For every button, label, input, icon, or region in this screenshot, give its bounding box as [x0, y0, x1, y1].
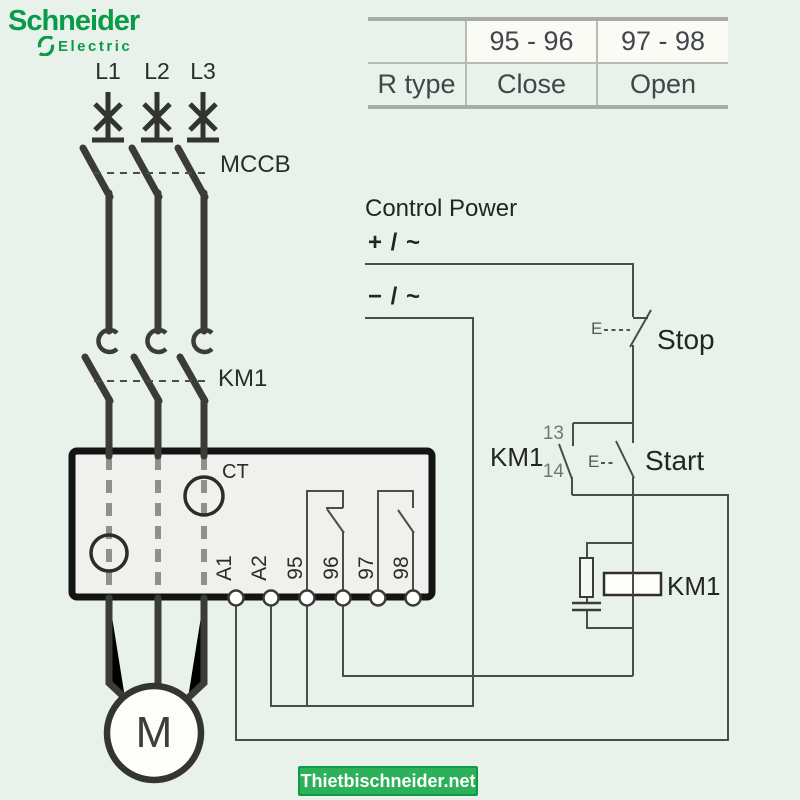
stop-actuator-e: E — [591, 319, 603, 338]
aux-pin-13: 13 — [542, 423, 564, 444]
power-circuit-lines — [79, 92, 219, 784]
aux-pin-14: 14 — [542, 461, 564, 482]
aux-contact-blade — [558, 443, 573, 480]
phase-label-l3: L3 — [190, 58, 216, 84]
ct-label: CT — [222, 461, 249, 483]
table-header-95-96: 95 - 96 — [465, 21, 596, 62]
terminal-label-a2: A2 — [248, 555, 271, 581]
plus-bus-wire — [365, 263, 634, 317]
km1-contactor-label: KM1 — [218, 365, 268, 392]
terminal96-wire — [342, 598, 633, 677]
contact-state-table: 95 - 96 97 - 98 R type Close Open — [368, 17, 728, 109]
overload-relay-box — [68, 447, 436, 601]
table-cell-close: Close — [465, 64, 596, 105]
relay-contact-95-96 — [306, 490, 345, 594]
table-cell-rtype: R type — [377, 69, 456, 99]
terminal-label-a1: A1 — [213, 555, 236, 581]
phase-label-l2: L2 — [144, 58, 170, 84]
km1-contact-arcs — [96, 327, 214, 355]
terminal-label-96: 96 — [320, 556, 343, 580]
schneider-mark-icon — [36, 35, 56, 61]
minus-bus-label: − / ~ — [368, 283, 422, 310]
mccb-label: MCCB — [220, 151, 291, 178]
mccb-poles — [79, 144, 209, 335]
phase-label-l1: L1 — [95, 58, 121, 84]
km1-poles — [81, 353, 209, 460]
stop-contact-blade — [629, 309, 652, 348]
snubber-bottom-wire — [586, 610, 633, 629]
motor-circle — [103, 682, 205, 784]
table-row-rtype: R type Close Open — [368, 62, 728, 105]
plus-bus-label: + / ~ — [368, 229, 422, 256]
table-header-row: 95 - 96 97 - 98 — [368, 21, 728, 62]
km1-coil-label: KM1 — [667, 571, 721, 601]
sensor-circle — [89, 533, 129, 573]
relay-contact-97-98 — [377, 490, 415, 594]
supply-terminal-symbols — [92, 92, 219, 143]
start-contact-blade — [615, 440, 635, 479]
table-header-empty — [368, 21, 465, 62]
km1-aux-label: KM1 — [490, 442, 544, 472]
relay-terminal-pads — [227, 589, 422, 607]
a1-supply-loop — [235, 494, 729, 741]
table-cell-open: Open — [596, 64, 728, 105]
table-header-97-98: 97 - 98 — [596, 21, 728, 62]
stop-button-label: Stop — [657, 324, 715, 355]
motor-feeders — [105, 594, 208, 702]
snubber-top-wire — [586, 542, 633, 558]
brand-subtitle: Electric — [58, 38, 133, 55]
start-button-label: Start — [645, 445, 705, 476]
a2-minus-loop — [270, 317, 474, 707]
terminal-label-97: 97 — [355, 556, 378, 580]
ct-circle — [183, 475, 225, 517]
terminal-label-95: 95 — [284, 556, 307, 580]
terminal-label-98: 98 — [390, 556, 413, 580]
actuator-links — [601, 329, 630, 464]
start-actuator-e: E — [588, 452, 600, 471]
control-power-title: Control Power — [365, 195, 518, 222]
motor-label: M — [135, 708, 173, 757]
watermark-badge: Thietbischneider.net — [298, 766, 478, 796]
snubber-resistor — [579, 557, 594, 598]
brand-wordmark: Schneider — [8, 5, 140, 37]
snubber-capacitor — [572, 601, 601, 612]
